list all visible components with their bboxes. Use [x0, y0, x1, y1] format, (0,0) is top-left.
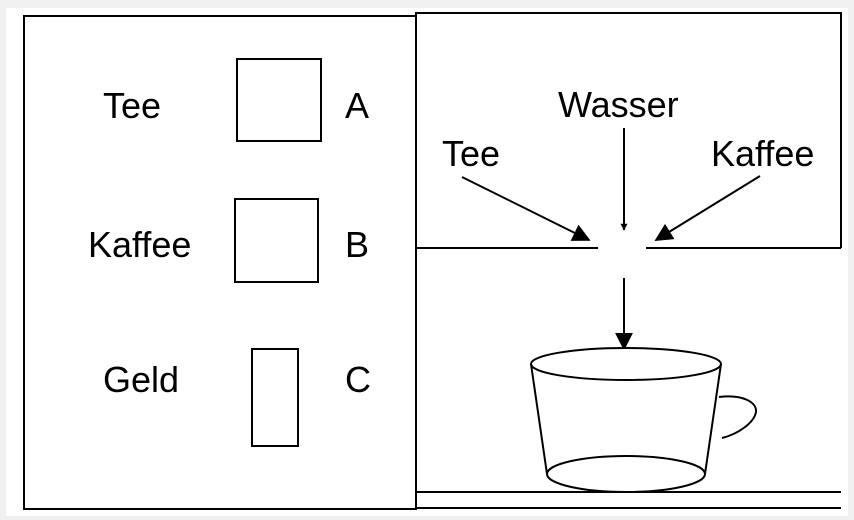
- money-slot-letter: C: [345, 359, 371, 400]
- tea-button-label: Tee: [103, 85, 161, 126]
- money-slot-label: Geld: [103, 359, 179, 400]
- coffee-button[interactable]: [234, 198, 319, 283]
- cup-handle: [718, 395, 757, 439]
- cup-base: [546, 455, 706, 493]
- tea-inlet-label: Tee: [442, 133, 500, 174]
- water-label: Wasser: [558, 84, 679, 125]
- tea-button[interactable]: [236, 58, 322, 142]
- coffee-flow-arrow: [654, 175, 761, 241]
- coffee-inlet-label: Kaffee: [711, 133, 814, 174]
- money-slot[interactable]: [251, 348, 299, 447]
- coffee-button-label: Kaffee: [88, 224, 191, 265]
- panel-frame: [23, 15, 417, 510]
- tea-flow-arrow: [461, 176, 591, 241]
- tea-button-letter: A: [345, 85, 369, 126]
- dispenser-frame: [415, 12, 842, 248]
- control-panel: Tee A Kaffee B Geld C: [23, 15, 417, 510]
- cup-left-wall: [530, 363, 548, 475]
- cup-icon: [530, 347, 757, 493]
- cup-rim: [530, 347, 722, 381]
- coffee-button-letter: B: [345, 224, 369, 265]
- cup-right-wall: [704, 363, 722, 475]
- dispenser-section: Wasser Tee Kaffee: [415, 12, 842, 509]
